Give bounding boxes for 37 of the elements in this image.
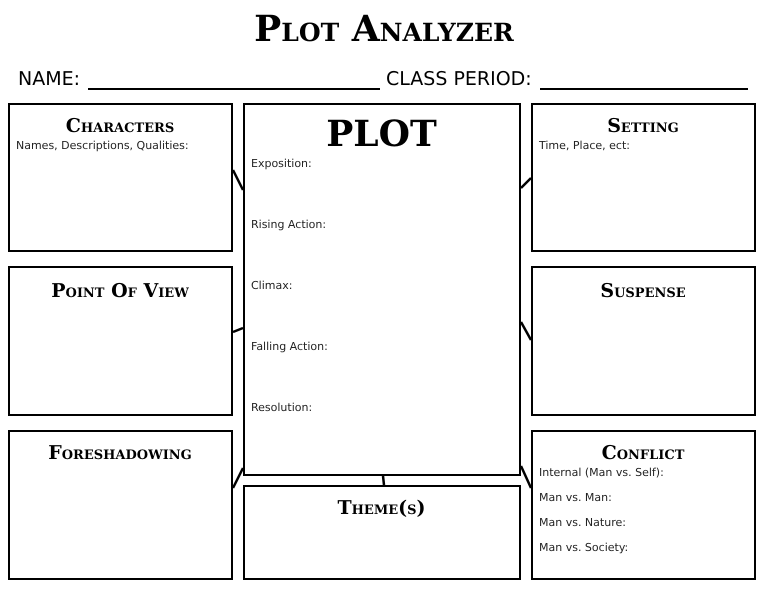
worksheet-box (531, 266, 756, 416)
worksheet-box (8, 430, 233, 580)
connector-line (232, 326, 244, 334)
field-label: CLASS PERIOD: (386, 68, 532, 90)
prompt-text: Time, Place, ect: (539, 139, 630, 152)
field-label: NAME: (18, 68, 80, 90)
connector-line (520, 465, 532, 489)
prompt-text: Rising Action: (251, 218, 326, 231)
box-heading: Suspense (600, 280, 686, 302)
connector-line (382, 476, 386, 486)
worksheet-box (531, 103, 756, 252)
worksheet-box (531, 430, 756, 580)
connector-line (232, 169, 244, 191)
box-heading: Conflict (602, 442, 684, 464)
prompt-text: Resolution: (251, 401, 312, 414)
box-heading: Foreshadowing (48, 442, 192, 464)
prompt-text: Man vs. Man: (539, 491, 612, 504)
worksheet-title: Plot Analyzer (253, 8, 515, 50)
prompt-text: Climax: (251, 279, 292, 292)
worksheet-box (8, 103, 233, 252)
prompt-text: Exposition: (251, 157, 312, 170)
worksheet-box (8, 266, 233, 416)
box-heading: Characters (66, 115, 174, 137)
prompt-text: Man vs. Society: (539, 541, 628, 554)
prompt-text: Falling Action: (251, 340, 328, 353)
worksheet-box (243, 485, 521, 580)
prompt-text: Internal (Man vs. Self): (539, 466, 664, 479)
connector-line (520, 177, 532, 189)
box-heading: Point Of View (51, 280, 189, 302)
worksheet-box (243, 103, 521, 476)
connector-line (520, 321, 532, 341)
connector-line (232, 467, 244, 489)
prompt-text: Man vs. Nature: (539, 516, 626, 529)
box-heading: Setting (607, 115, 679, 137)
prompt-text: Names, Descriptions, Qualities: (16, 139, 189, 152)
box-heading: Theme(s) (338, 497, 426, 519)
box-heading: PLOT (326, 113, 437, 155)
